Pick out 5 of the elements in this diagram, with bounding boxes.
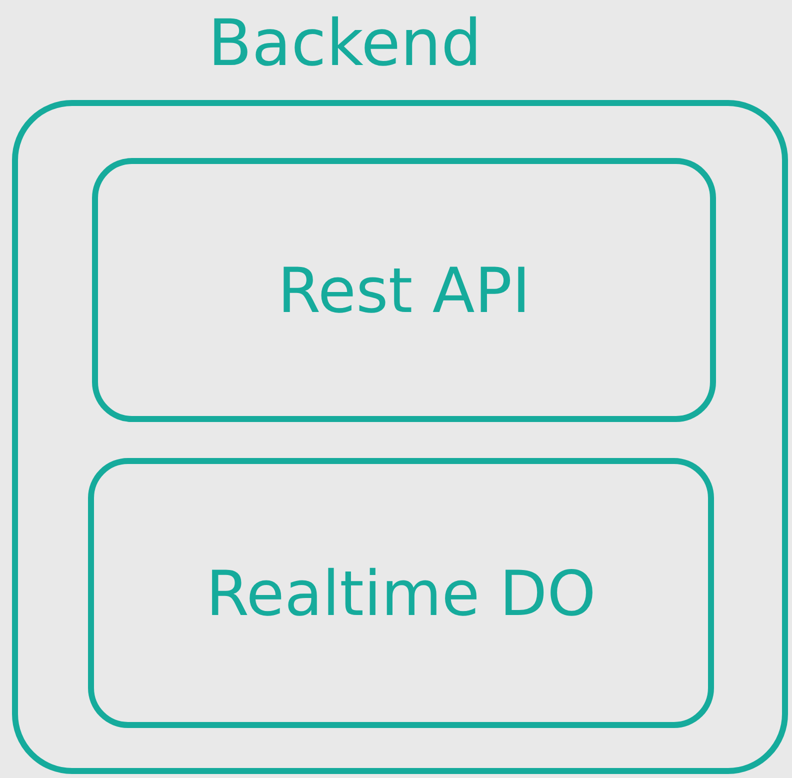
- component-label: Realtime DO: [206, 556, 596, 632]
- component-box: [92, 158, 716, 422]
- component-box: [88, 458, 714, 728]
- component-label: Rest API: [278, 252, 530, 328]
- group-title: Backend: [208, 6, 482, 83]
